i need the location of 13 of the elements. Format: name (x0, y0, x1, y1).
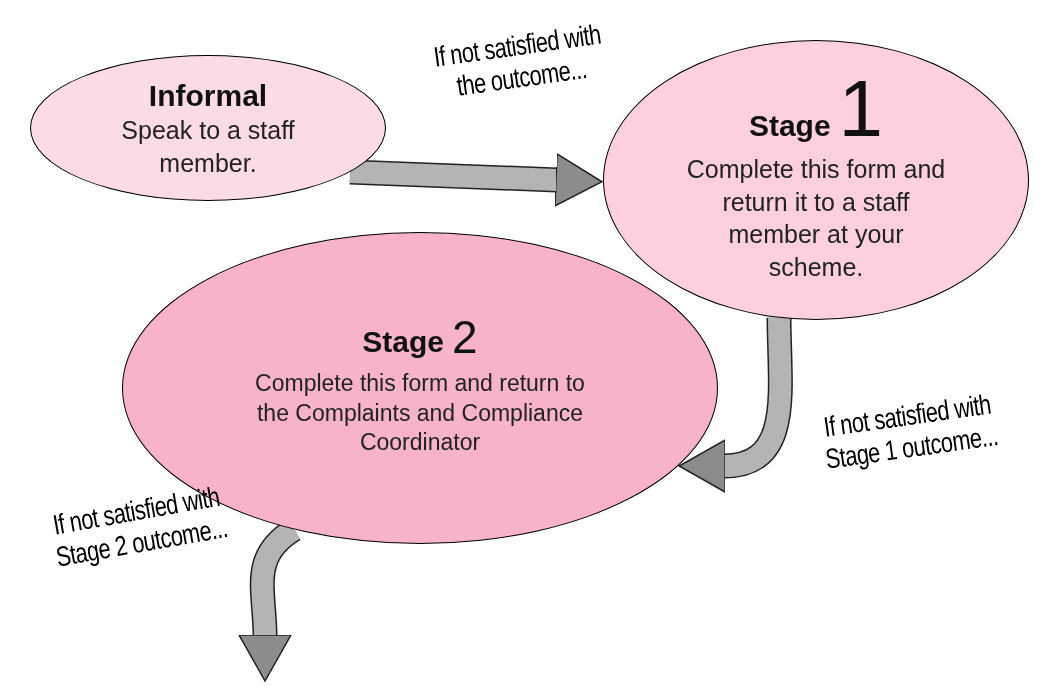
stage-heading: Stage (748, 111, 831, 141)
edge-label: If not satisfied with Stage 2 outcome... (49, 479, 231, 575)
edge-label: If not satisfied with Stage 1 outcome... (820, 387, 1001, 477)
stage-number: 2 (452, 317, 478, 357)
node-body: Complete this form and return to the Complaints and Compliance Coordinator (254, 368, 586, 458)
block-arrow (349, 153, 603, 207)
block-arrow (678, 317, 793, 493)
edge-label: If not satisfied with the outcome... (430, 17, 604, 104)
stage-heading: Stage (362, 326, 445, 357)
node-body: Complete this form and return it to a staff member at your scheme. (685, 154, 947, 283)
stage-number: 1 (838, 77, 884, 141)
node-heading: Informal (148, 77, 268, 114)
node-body: Speak to a staff member. (120, 115, 296, 179)
